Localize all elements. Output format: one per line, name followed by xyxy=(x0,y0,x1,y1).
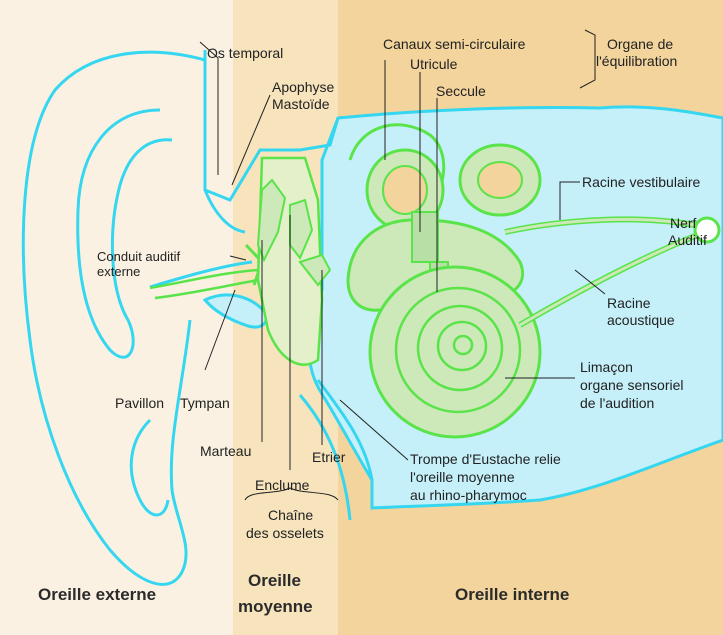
label-conduit-2: externe xyxy=(97,264,140,279)
label-etrier: Etrier xyxy=(312,449,346,465)
label-nerf: Nerf xyxy=(670,215,697,231)
label-conduit-1: Conduit auditif xyxy=(97,249,180,264)
label-trompe-2: l'oreille moyenne xyxy=(410,469,515,485)
label-pavillon: Pavillon xyxy=(115,395,164,411)
label-canaux: Canaux semi-circulaire xyxy=(383,36,526,52)
label-limacon-2: organe sensoriel xyxy=(580,377,684,393)
label-chaine-1: Chaîne xyxy=(268,507,313,523)
label-mastoide: Mastoïde xyxy=(272,96,330,112)
label-auditif: Auditif xyxy=(668,232,707,248)
label-limacon-3: de l'audition xyxy=(580,395,654,411)
label-tympan: Tympan xyxy=(180,395,230,411)
utricule xyxy=(412,212,438,262)
region-title-middle-2: moyenne xyxy=(238,597,313,616)
label-limacon-1: Limaçon xyxy=(580,359,633,375)
label-chaine-2: des osselets xyxy=(246,525,324,541)
label-apophyse: Apophyse xyxy=(272,79,334,95)
region-title-inner: Oreille interne xyxy=(455,585,569,604)
label-racine-vestibulaire: Racine vestibulaire xyxy=(582,174,700,190)
label-enclume: Enclume xyxy=(255,477,310,493)
region-title-middle-1: Oreille xyxy=(248,571,301,590)
label-marteau: Marteau xyxy=(200,443,251,459)
label-racine-acoustique-1: Racine xyxy=(607,295,651,311)
label-seccule: Seccule xyxy=(436,83,486,99)
label-trompe-1: Trompe d'Eustache relie xyxy=(410,451,561,467)
region-external-bg xyxy=(0,0,233,635)
label-os-temporal: Os temporal xyxy=(207,45,283,61)
label-utricule: Utricule xyxy=(410,56,458,72)
semicircular-canal-right-hole xyxy=(478,162,522,198)
label-racine-acoustique-2: acoustique xyxy=(607,312,675,328)
region-title-external: Oreille externe xyxy=(38,585,156,604)
label-organe-1: Organe de xyxy=(607,36,673,52)
label-trompe-3: au rhino-pharymoc xyxy=(410,487,527,503)
label-organe-2: l'équilibration xyxy=(596,53,677,69)
